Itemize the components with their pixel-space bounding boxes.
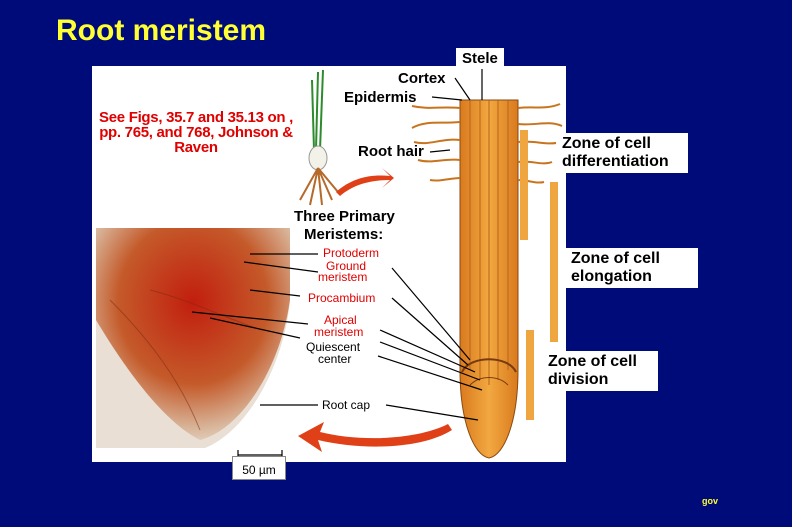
arrow-to-micrograph [298, 422, 452, 452]
zone-bar-elongation [550, 182, 558, 342]
label-root-hair: Root hair [358, 143, 424, 160]
label-quiescent-center: center [318, 352, 352, 366]
zone-differentiation: Zone of cell differentiation [556, 133, 688, 173]
label-protoderm: Protoderm [323, 246, 380, 260]
label-procambium: Procambium [308, 291, 376, 305]
label-ground-meristem: meristem [318, 270, 368, 284]
label-ground: Ground [326, 259, 367, 273]
label-root-cap: Root cap [322, 398, 371, 412]
label-three-primary: Three Primary [294, 208, 395, 225]
zone-elongation: Zone of cell elongation [565, 248, 698, 288]
label-meristems: Meristems: [304, 226, 384, 243]
zone-division: Zone of cell division [542, 351, 658, 391]
figure-reference: See Figs, 35.7 and 35.13 on , pp. 765, a… [99, 109, 293, 156]
seedling-icon [299, 69, 339, 206]
zone-bar-differentiation [520, 130, 528, 240]
micrograph-image [96, 228, 290, 448]
root-body [411, 99, 563, 459]
zone-bar-division [526, 330, 534, 420]
zone-differentiation-line1: Zone of cell [562, 135, 651, 152]
zone-division-line1: Zone of cell [548, 353, 637, 370]
label-cortex: Cortex [398, 70, 446, 87]
scale-bar: 50 µm [232, 456, 286, 480]
slide-title: Root meristem [56, 14, 267, 47]
zone-differentiation-line2: differentiation [562, 153, 669, 170]
leader-lines [191, 68, 483, 460]
footer-gov: gov [702, 496, 719, 506]
label-epidermis: Epidermis [344, 89, 417, 106]
arrow-to-root [336, 168, 394, 196]
label-apical-meristem: meristem [314, 325, 364, 339]
zone-division-line2: division [548, 371, 609, 388]
label-quiescent: Quiescent [306, 340, 361, 354]
label-apical: Apical [324, 313, 357, 327]
label-stele: Stele [456, 48, 504, 69]
zone-elongation-line1: Zone of cell [571, 250, 660, 267]
zone-elongation-line2: elongation [571, 268, 652, 285]
